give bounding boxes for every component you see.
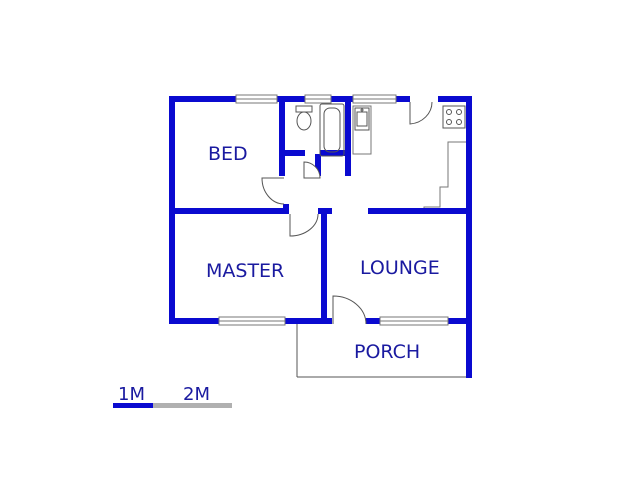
bathtub-icon [319,103,345,157]
toilet-icon [295,105,313,131]
door-bathroom [303,161,321,179]
scale-label-1m: 1M [118,384,145,405]
scale-bar: 1M 2M [113,384,232,408]
sink-icon [354,107,370,131]
room-label-master: MASTER [206,260,284,282]
door-entrance [409,101,433,125]
window-bath-top [304,94,332,104]
scale-segment-1 [113,403,153,408]
kitchen-counter [352,105,468,211]
stove-icon [442,105,466,129]
door-master [289,213,319,237]
door-bed [261,177,285,205]
bathroom-fixtures [295,103,345,157]
windows [218,94,449,326]
window-bed-top [235,94,278,104]
scale-segment-2 [153,403,232,408]
porch-outline [296,322,470,378]
window-master-bottom [218,316,286,326]
kitchen-fixtures [354,105,466,131]
window-lounge-bottom [379,316,449,326]
scale-label-2m: 2M [183,384,210,405]
door-porch [332,295,367,325]
room-label-bed: BED [208,143,248,165]
room-label-porch: PORCH [354,341,420,363]
window-kitchen-top [352,94,397,104]
doors [261,101,433,325]
walls [169,96,472,378]
room-label-lounge: LOUNGE [360,257,440,279]
